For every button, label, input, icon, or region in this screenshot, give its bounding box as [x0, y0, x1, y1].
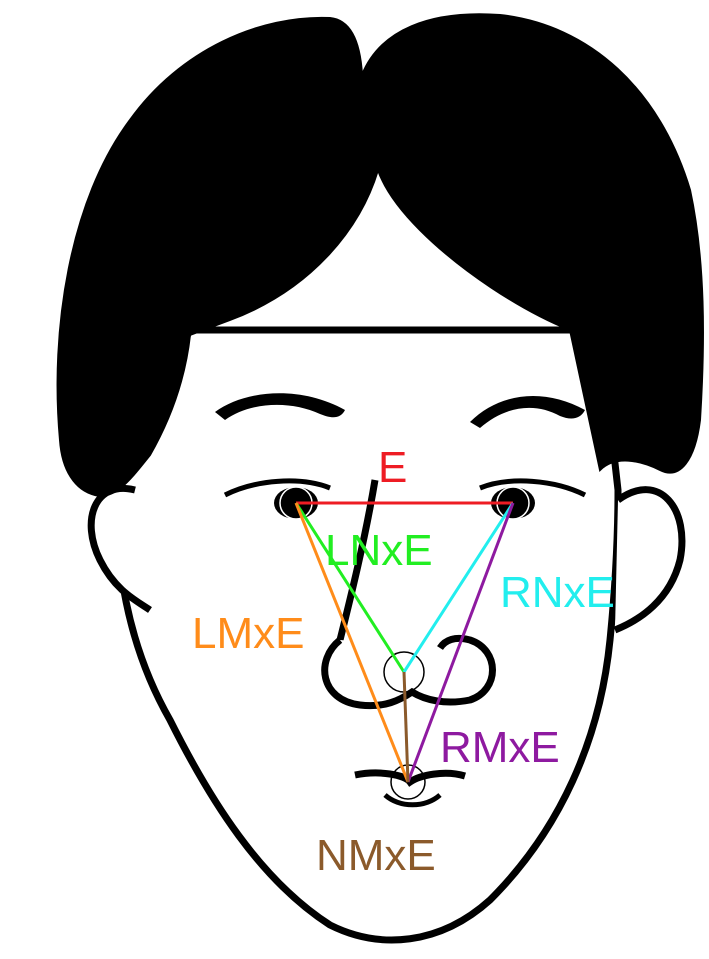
right-ear [615, 490, 682, 630]
label-rnxe: RNxE [500, 568, 615, 617]
label-nmxe: NMxE [316, 831, 436, 880]
label-e: E [378, 443, 407, 492]
label-rmxe: RMxE [440, 723, 560, 772]
label-lnxe: LNxE [325, 526, 433, 575]
nose [325, 638, 493, 705]
label-lmxe: LMxE [192, 609, 304, 658]
